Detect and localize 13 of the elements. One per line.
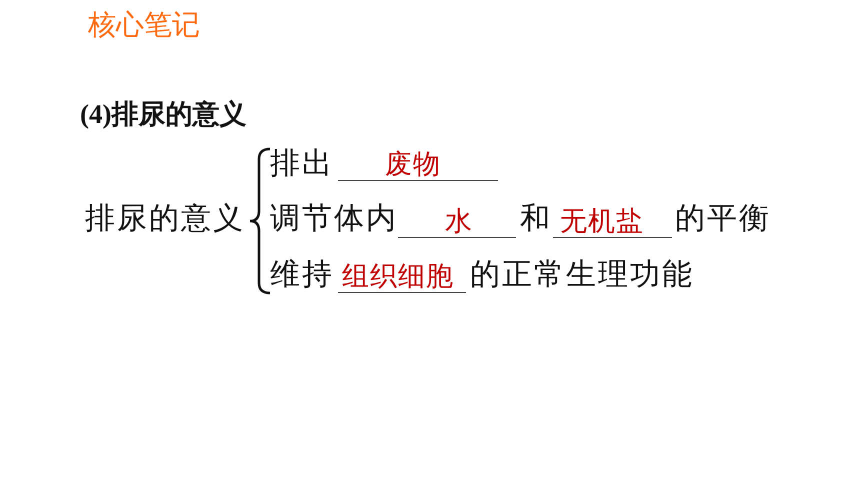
topic-text: 排尿的意义 (85, 202, 245, 235)
sentence-text: 排出 (270, 147, 334, 180)
sentence-text: 调节体内 (270, 202, 398, 235)
sentence-text: 和 (520, 202, 552, 235)
sentence-text: 的正常生理功能 (470, 258, 694, 291)
sentence-text: 的平衡 (675, 202, 771, 235)
sentence-text: 维持 (270, 258, 334, 291)
fill-in-line: 组织细胞 (338, 261, 466, 293)
fill-in-line: 废物 (338, 149, 498, 181)
section-heading: 核心笔记 (88, 10, 200, 41)
subheading: (4)排尿的意义 (80, 100, 246, 130)
fill-in-line: 无机盐 (553, 206, 672, 238)
fill-in-line: 水 (398, 206, 516, 238)
